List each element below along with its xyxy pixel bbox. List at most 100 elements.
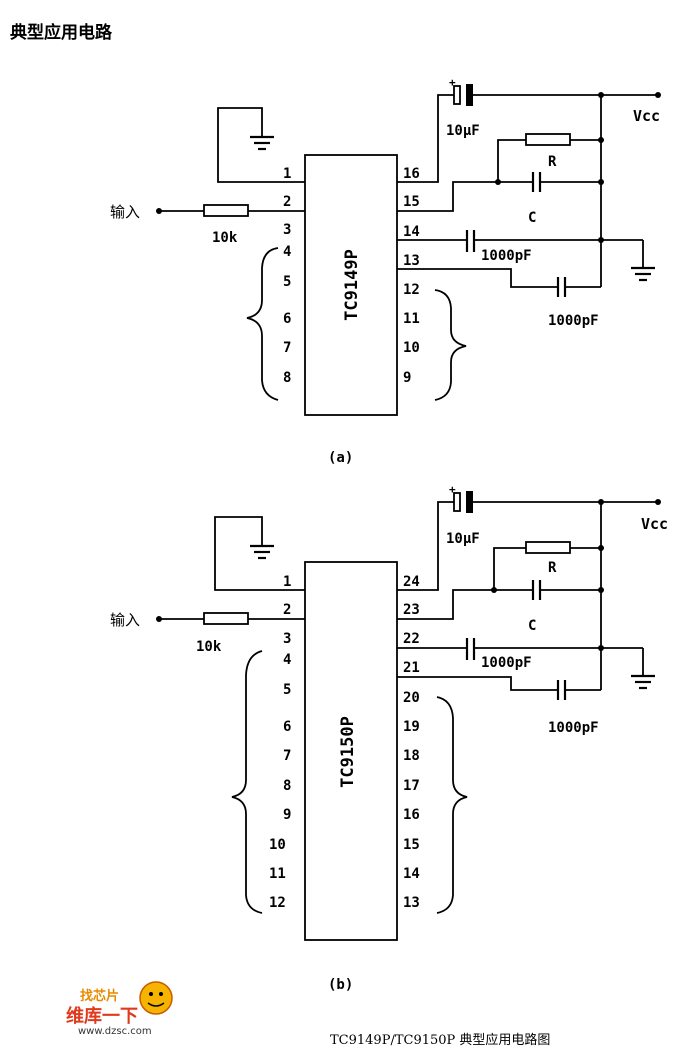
junction-b4	[598, 587, 604, 593]
cap10-label-b: 10μF	[446, 531, 480, 547]
pin-a-r10: 10	[403, 340, 420, 356]
c1-label-b: 1000pF	[481, 655, 532, 671]
rin-label-a: 10k	[212, 230, 238, 246]
r-label-a: R	[548, 154, 557, 170]
wire-a-pin1	[217, 107, 305, 183]
c-label-b: C	[528, 618, 536, 634]
pin-a-r15: 15	[403, 194, 420, 210]
vcc-node-a	[655, 92, 661, 98]
pin-b-r14: 14	[403, 866, 420, 882]
pin-b-r18: 18	[403, 748, 420, 764]
pin-b-r17: 17	[403, 778, 420, 794]
svg-text:+: +	[449, 483, 456, 496]
pin-b-l5: 5	[283, 682, 291, 698]
c1-label-a: 1000pF	[481, 248, 532, 264]
watermark-brand: 维库一下	[66, 1005, 138, 1027]
rin-label-b: 10k	[196, 639, 222, 655]
capacitor-icon	[531, 172, 542, 192]
junction-a2	[598, 137, 604, 143]
pin-b-l8: 8	[283, 778, 291, 794]
circuit-label-b: (b)	[328, 977, 353, 993]
ic-body-b	[304, 561, 398, 941]
c-label-a: C	[528, 210, 536, 226]
pin-a-l7: 7	[283, 340, 291, 356]
pin-a-r14: 14	[403, 224, 420, 240]
pin-a-l6: 6	[283, 311, 291, 327]
wire-a-pin13	[397, 268, 558, 288]
pin-b-r16: 16	[403, 807, 420, 823]
wire-b-pin1	[214, 516, 305, 591]
junction-a4	[598, 179, 604, 185]
pin-b-l12: 12	[269, 895, 286, 911]
capacitor-icon	[465, 230, 476, 252]
pin-a-l2: 2	[283, 194, 291, 210]
pin-b-l2: 2	[283, 602, 291, 618]
resistor-icon	[203, 612, 249, 625]
pin-a-r12: 12	[403, 282, 420, 298]
wire-b-r1	[493, 547, 526, 590]
pin-b-l6: 6	[283, 719, 291, 735]
pin-b-r20: 20	[403, 690, 420, 706]
pin-b-r15: 15	[403, 837, 420, 853]
pin-b-r23: 23	[403, 602, 420, 618]
resistor-icon	[525, 541, 571, 554]
r-label-b: R	[548, 560, 557, 576]
junction-b5	[598, 645, 604, 651]
chip-label-a: TC9149P	[342, 249, 362, 321]
capacitor-icon	[556, 680, 567, 700]
brace-right-b	[436, 696, 468, 914]
input-label-a: 输入	[110, 203, 140, 221]
pin-a-r9: 9	[403, 370, 411, 386]
watermark-badge: 找芯片	[80, 988, 119, 1004]
pin-b-l3: 3	[283, 631, 291, 647]
pin-b-r21: 21	[403, 660, 420, 676]
ground-icon	[250, 135, 274, 151]
brace-left-b	[231, 650, 263, 914]
svg-text:+: +	[449, 76, 456, 89]
pin-a-l3: 3	[283, 222, 291, 238]
wire-a-pin15	[397, 181, 498, 212]
wire-b-pin23	[397, 589, 494, 620]
figure-caption: TC9149P/TC9150P 典型应用电路图	[330, 1032, 550, 1048]
c2-label-b: 1000pF	[548, 720, 599, 736]
wire-a-r1	[497, 139, 526, 182]
capacitor-icon	[556, 277, 567, 297]
pin-b-l11: 11	[269, 866, 286, 882]
circuit-label-a: (a)	[328, 450, 353, 466]
capacitor-icon: +	[449, 76, 473, 106]
wire-a-pin16	[397, 94, 454, 183]
watermark-logo: 找芯片 维库一下 www.dzsc.com	[66, 981, 173, 1037]
capacitor-icon	[465, 638, 476, 660]
pin-b-l10: 10	[269, 837, 286, 853]
ground-icon	[631, 674, 655, 690]
wire-b-pin24	[397, 501, 454, 591]
pin-b-l1: 1	[283, 574, 291, 590]
wire-b-pin21	[397, 676, 558, 691]
pin-a-r11: 11	[403, 311, 420, 327]
capacitor-icon	[531, 580, 542, 600]
circuit-a: TC9149P 1 2 3 4 5 6 7 8 16 15 14 13 12 1…	[110, 76, 661, 466]
c2-label-a: 1000pF	[548, 313, 599, 329]
page-heading: 典型应用电路	[10, 22, 113, 43]
pin-b-l9: 9	[283, 807, 291, 823]
input-label-b: 输入	[110, 611, 140, 629]
ground-icon	[631, 266, 655, 282]
pin-a-l8: 8	[283, 370, 291, 386]
pin-b-l4: 4	[283, 652, 291, 668]
pin-a-r13: 13	[403, 253, 420, 269]
pin-b-r22: 22	[403, 631, 420, 647]
watermark-site: www.dzsc.com	[78, 1026, 152, 1037]
resistor-icon	[525, 133, 571, 146]
chip-label-b: TC9150P	[338, 716, 358, 788]
pin-a-l5: 5	[283, 274, 291, 290]
pin-a-l1: 1	[283, 166, 291, 182]
cap10-label-a: 10μF	[446, 123, 480, 139]
brace-left-a	[246, 247, 279, 401]
circuit-b: TC9150P 1 2 3 4 5 6 7 8 9 10 11 12 24 23…	[110, 483, 668, 993]
pin-a-r16: 16	[403, 166, 420, 182]
junction-b2	[598, 545, 604, 551]
vcc-label-b: Vcc	[641, 515, 668, 533]
pin-a-l4: 4	[283, 244, 291, 260]
pin-b-r13: 13	[403, 895, 420, 911]
